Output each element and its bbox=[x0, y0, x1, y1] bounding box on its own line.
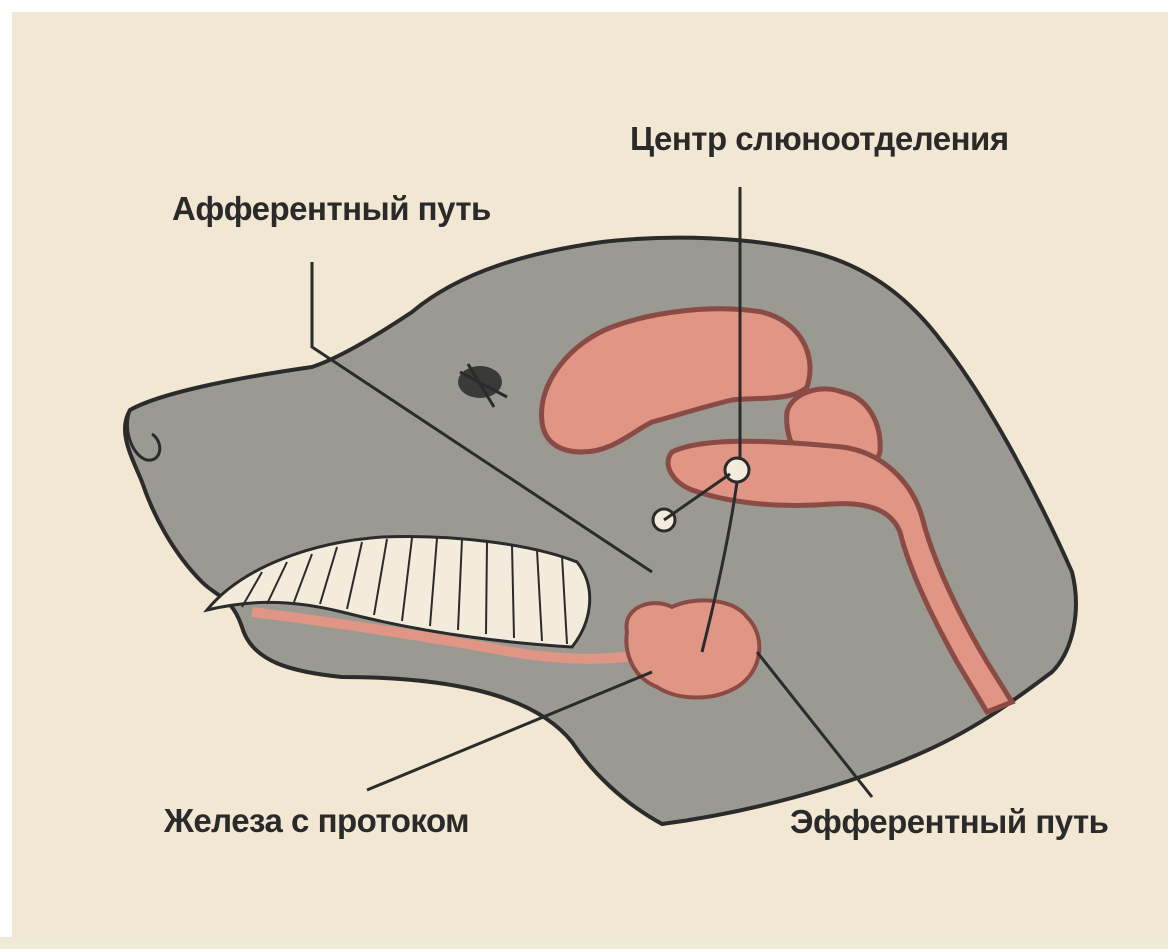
efferent-path-label: Эфферентный путь bbox=[790, 803, 1108, 841]
gland-with-duct-label: Железа с протоком bbox=[164, 802, 469, 840]
salivary-gland bbox=[626, 600, 759, 697]
salivation-center-label: Центр слюноотделения bbox=[630, 120, 1009, 158]
salivation-center-dot bbox=[725, 458, 749, 482]
dog-head-silhouette bbox=[125, 238, 1076, 824]
afferent-path-label: Афферентный путь bbox=[172, 190, 491, 228]
